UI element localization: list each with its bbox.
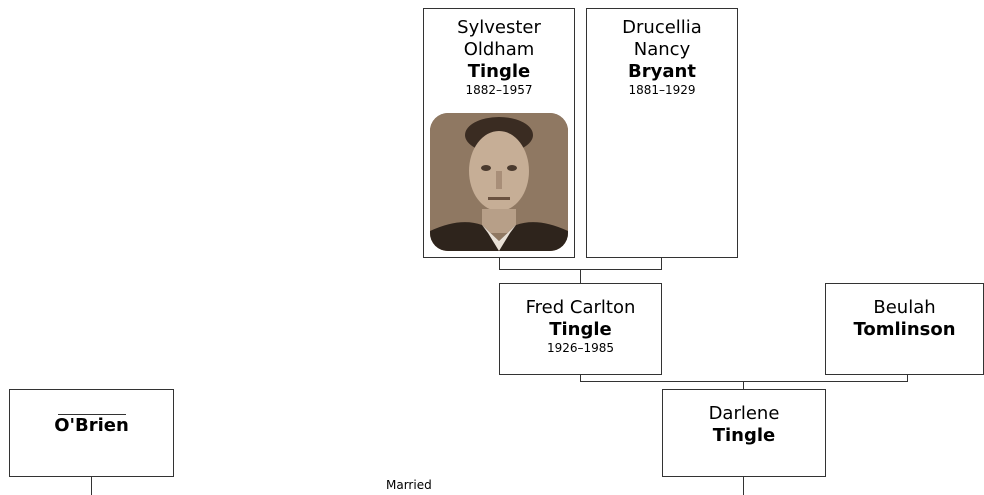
given-name-line1: Drucellia [622, 17, 702, 38]
person-card-obrien[interactable]: O'Brien [9, 389, 174, 477]
portrait-photo [430, 113, 568, 251]
connector-to-darlene [743, 381, 744, 389]
connector-drucellia-down [661, 258, 662, 270]
surname: Tingle [712, 425, 776, 446]
person-card-beulah-tomlinson[interactable]: Beulah Tomlinson [825, 283, 984, 375]
connector-darlene-down [743, 477, 744, 495]
person-card-drucellia-bryant[interactable]: Drucellia Nancy Bryant 1881–1929 [586, 8, 738, 258]
person-card-sylvester-tingle[interactable]: Sylvester Oldham Tingle 1882–1957 [423, 8, 575, 258]
surname: Tomlinson [853, 319, 956, 340]
life-dates: 1882–1957 [465, 83, 533, 97]
connector-to-fred [580, 269, 581, 283]
given-name: Darlene [708, 403, 780, 424]
life-dates: 1926–1985 [546, 341, 615, 355]
portrait-image [430, 113, 568, 251]
surname: Tingle [467, 61, 531, 82]
given-name: Fred Carlton [525, 297, 636, 318]
unknown-given-name-line [57, 403, 126, 415]
connector-fred-down [580, 375, 581, 382]
surname: Tingle [549, 319, 612, 340]
connector-parents-horizontal [580, 381, 908, 382]
person-card-fred-tingle[interactable]: Fred Carlton Tingle 1926–1985 [499, 283, 662, 375]
connector-obrien-down [91, 477, 92, 495]
connector-beulah-down [907, 375, 908, 382]
married-label: Married [386, 478, 432, 492]
surname: Bryant [628, 61, 696, 82]
surname: O'Brien [54, 415, 129, 436]
given-name: Beulah [873, 297, 936, 318]
life-dates: 1881–1929 [628, 83, 696, 97]
given-name-line2: Oldham [463, 39, 535, 60]
person-card-darlene-tingle[interactable]: Darlene Tingle [662, 389, 826, 477]
connector-sylvester-down [499, 258, 500, 270]
given-name-line1: Sylvester [457, 17, 541, 38]
given-name-line2: Nancy [633, 39, 691, 60]
